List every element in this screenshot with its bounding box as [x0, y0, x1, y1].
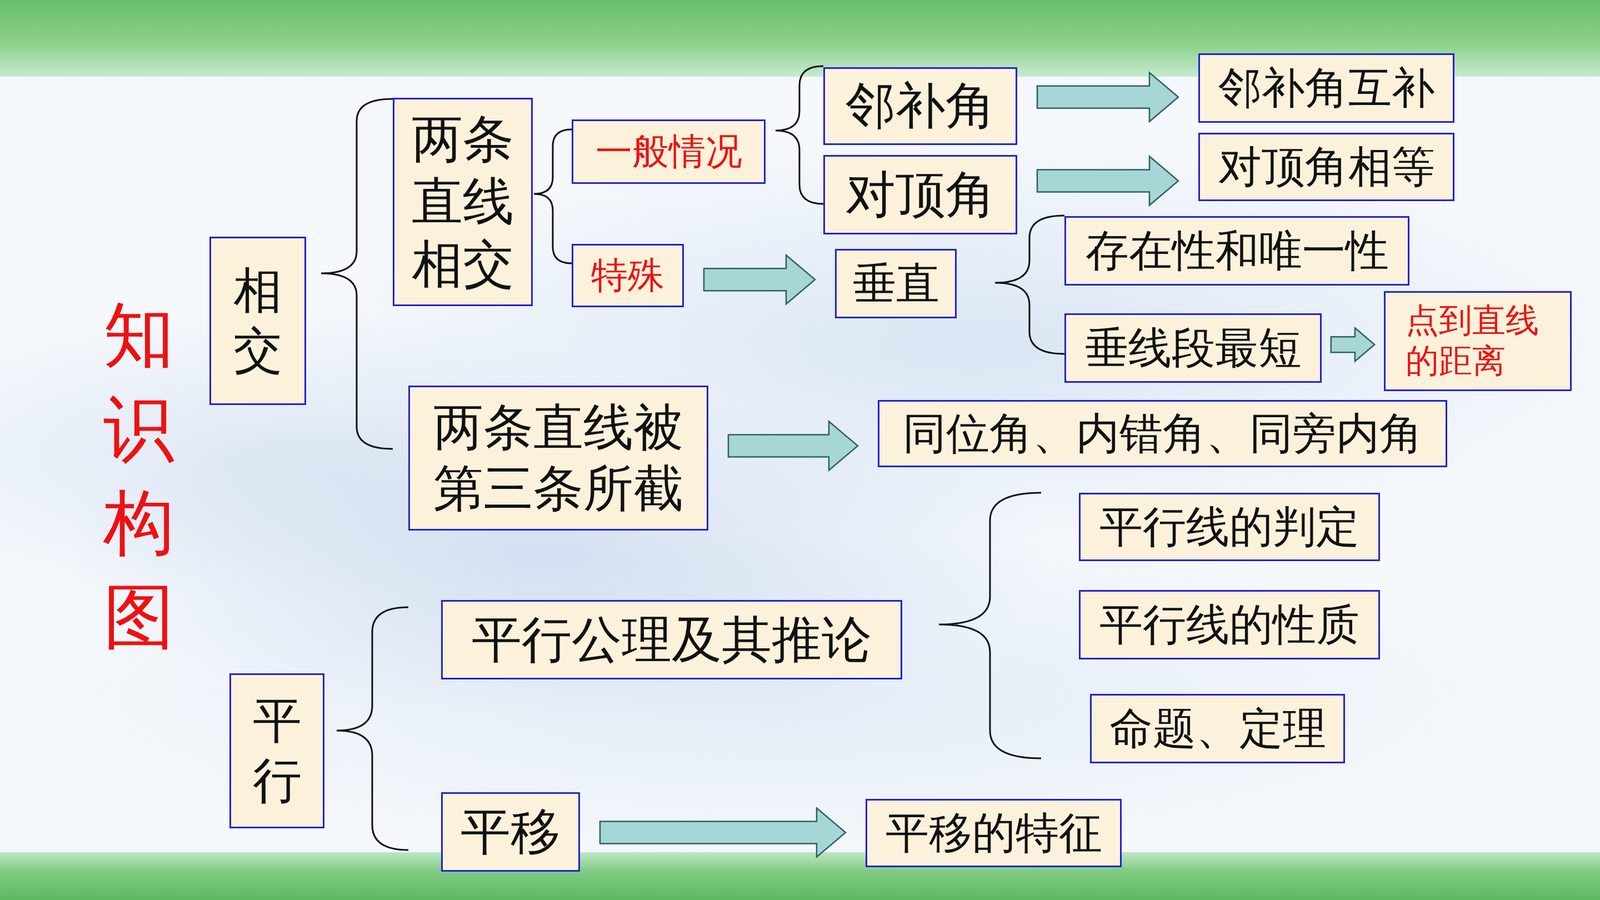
concept-box: 平行	[229, 673, 325, 829]
box-text: 点到直线的距离	[1405, 300, 1550, 382]
curly-brace	[336, 607, 409, 850]
block-arrow	[703, 255, 815, 304]
box-text: 平移的特征	[885, 806, 1103, 860]
concept-box: 命题、定理	[1090, 693, 1345, 764]
box-text: 邻补角	[845, 75, 996, 137]
box-label: 同位角、内错角、同旁内角	[902, 407, 1423, 460]
concept-box: 两条直线相交	[392, 97, 533, 307]
box-label: 垂直	[852, 257, 940, 310]
box-label: 相交	[222, 261, 294, 381]
box-text: 同位角、内错角、同旁内角	[902, 407, 1423, 460]
box-text: 平行线的判定	[1099, 500, 1360, 554]
curly-brace	[533, 129, 572, 264]
box-text: 平行	[242, 691, 312, 811]
box-text: 特殊	[591, 253, 665, 299]
box-text: 相交	[222, 261, 294, 381]
concept-box: 两条直线被第三条所截	[408, 385, 709, 531]
block-arrow	[728, 421, 858, 471]
box-text: 命题、定理	[1109, 702, 1327, 755]
box-label: 平移的特征	[885, 806, 1103, 860]
box-label: 对顶角相等	[1218, 140, 1435, 194]
box-label: 平移	[460, 801, 561, 863]
concept-box: 邻补角互补	[1198, 53, 1455, 123]
concept-box: 对顶角	[823, 155, 1018, 235]
box-label: 平行公理及其推论	[471, 609, 872, 671]
concept-box: 同位角、内错角、同旁内角	[877, 400, 1448, 468]
diagram-title: 知识构图	[100, 288, 178, 665]
box-text: 对顶角	[845, 164, 996, 226]
concept-box: 对顶角相等	[1198, 132, 1455, 202]
concept-box: 平移的特征	[865, 798, 1122, 868]
concept-box: 平行线的性质	[1078, 590, 1380, 660]
block-arrow	[1037, 156, 1179, 206]
box-label: 命题、定理	[1109, 702, 1327, 755]
box-label: 一般情况	[595, 129, 743, 175]
block-arrow	[600, 808, 846, 858]
concept-box: 存在性和唯一性	[1064, 216, 1410, 286]
concept-box: 邻补角	[823, 67, 1018, 145]
box-label: 特殊	[591, 253, 665, 299]
box-label: 存在性和唯一性	[1085, 224, 1389, 278]
concept-box: 点到直线的距离	[1383, 291, 1572, 392]
block-arrow	[1037, 72, 1179, 122]
box-text: 两条直线相交	[405, 108, 520, 296]
box-text: 平行线的性质	[1099, 598, 1360, 652]
box-text: 两条直线被第三条所截	[425, 397, 692, 520]
concept-box: 垂直	[835, 248, 957, 319]
concept-box: 垂线段最短	[1064, 313, 1322, 383]
box-label: 邻补角互补	[1218, 61, 1435, 115]
box-label: 平行	[242, 691, 312, 811]
concept-box: 平移	[441, 792, 580, 872]
box-text: 垂直	[852, 257, 940, 310]
box-label: 邻补角	[845, 75, 996, 137]
box-label: 垂线段最短	[1085, 321, 1302, 375]
curly-brace	[938, 492, 1042, 759]
concept-box: 相交	[209, 236, 307, 405]
box-text: 一般情况	[595, 129, 743, 175]
box-text: 垂线段最短	[1085, 321, 1302, 375]
box-label: 两条直线相交	[405, 108, 520, 296]
bottom-band	[0, 852, 1600, 900]
box-label: 对顶角	[845, 164, 996, 226]
box-text: 存在性和唯一性	[1085, 224, 1389, 278]
box-text: 平移	[460, 801, 561, 863]
block-arrow	[1331, 327, 1375, 362]
concept-box: 平行公理及其推论	[441, 600, 903, 680]
box-text: 平行公理及其推论	[471, 609, 872, 671]
box-label: 点到直线的距离	[1405, 300, 1550, 382]
concept-box: 平行线的判定	[1078, 492, 1380, 562]
curly-brace	[321, 98, 393, 449]
box-label: 平行线的性质	[1099, 598, 1360, 652]
box-text: 邻补角互补	[1218, 61, 1435, 115]
box-text: 对顶角相等	[1218, 140, 1435, 194]
curly-brace	[775, 66, 824, 204]
concept-box: 一般情况	[571, 119, 766, 184]
box-label: 平行线的判定	[1099, 500, 1360, 554]
box-label: 两条直线被第三条所截	[425, 397, 692, 520]
concept-box: 特殊	[571, 243, 684, 308]
curly-brace	[995, 215, 1065, 354]
